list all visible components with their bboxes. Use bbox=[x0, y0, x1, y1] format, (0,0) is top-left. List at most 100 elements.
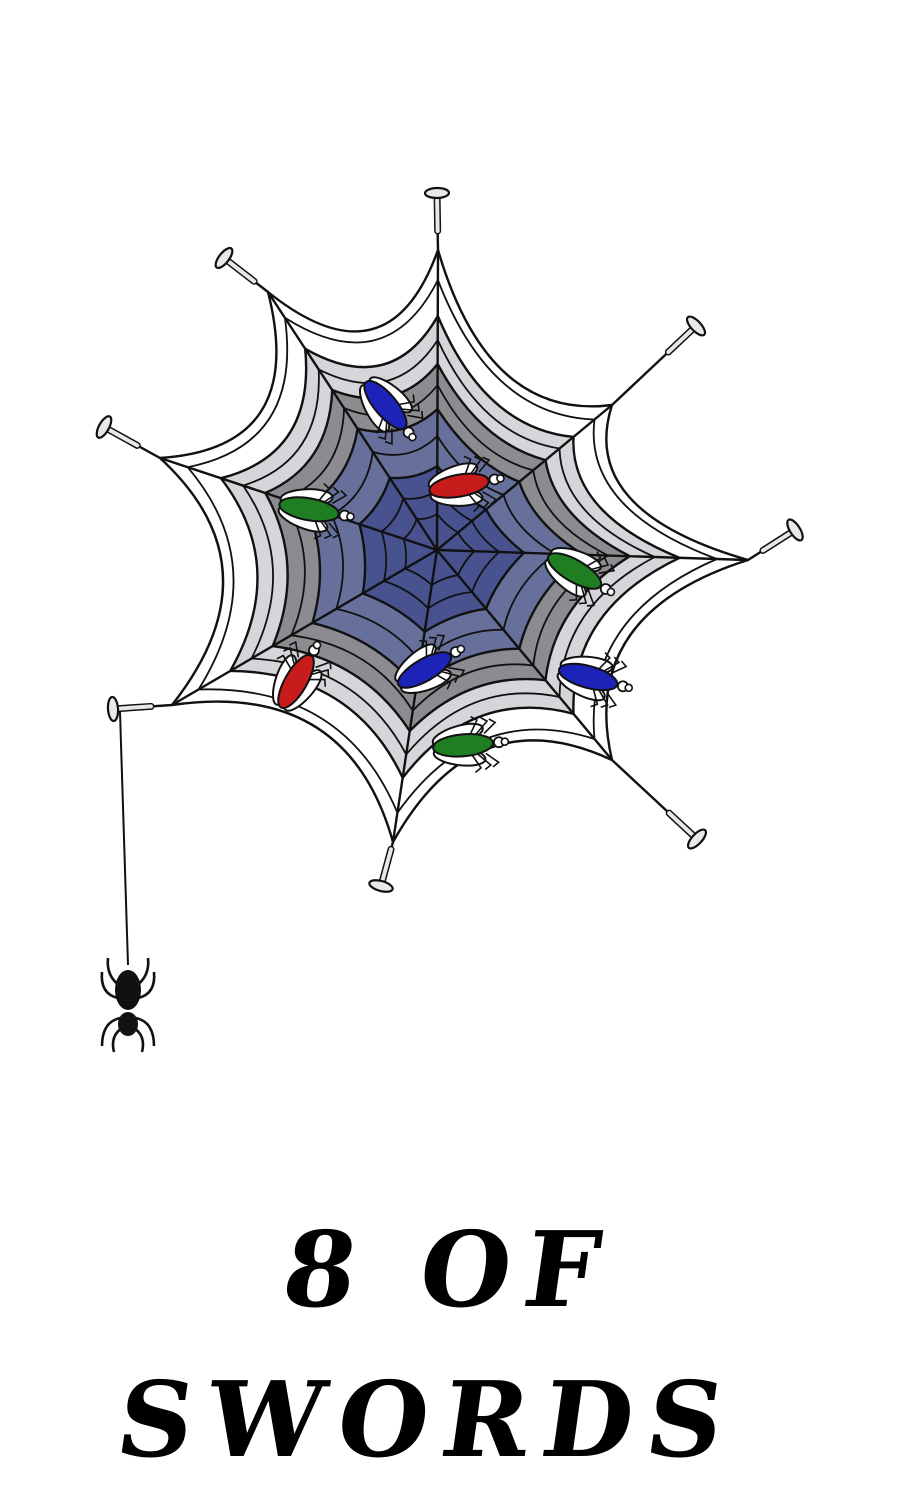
web-spoke-2 bbox=[435, 403, 614, 552]
fly-leg bbox=[313, 520, 322, 540]
fly-blue bbox=[556, 651, 634, 709]
nail-2 bbox=[611, 315, 707, 406]
fly-green bbox=[431, 715, 510, 773]
nail-head bbox=[686, 828, 708, 850]
fly-leg bbox=[315, 660, 332, 670]
fly-leg bbox=[469, 715, 478, 736]
nail-1 bbox=[423, 186, 451, 251]
nail-shaft bbox=[222, 256, 257, 284]
fly-leg bbox=[611, 660, 628, 674]
spider-web-illustration bbox=[95, 186, 804, 1053]
fly-leg bbox=[475, 717, 489, 735]
fly-leg bbox=[578, 586, 588, 605]
nail-8 bbox=[214, 246, 269, 293]
hanging-spider bbox=[100, 711, 156, 1053]
nail-shaft bbox=[760, 528, 797, 553]
fly-leg bbox=[436, 634, 446, 651]
spider-leg bbox=[100, 1016, 121, 1047]
nail-head bbox=[423, 186, 451, 200]
fly-eye bbox=[606, 587, 616, 597]
fly-leg bbox=[328, 522, 341, 539]
fly-leg bbox=[598, 689, 609, 709]
fly-body bbox=[363, 379, 408, 430]
fly-leg bbox=[468, 493, 481, 513]
fly-leg bbox=[378, 422, 388, 441]
fly-leg bbox=[598, 563, 616, 575]
spider-leg bbox=[106, 957, 121, 988]
nail-head bbox=[214, 246, 234, 270]
fly-leg bbox=[436, 673, 452, 690]
nail-shaft bbox=[379, 847, 393, 888]
fly-body bbox=[428, 472, 490, 499]
fly-body bbox=[396, 651, 453, 689]
spider-leg bbox=[135, 957, 150, 988]
web-spoke-4 bbox=[435, 548, 614, 762]
fly-leg bbox=[482, 491, 498, 506]
fly-leg bbox=[591, 558, 610, 571]
nail-head bbox=[95, 415, 113, 439]
spider-leg bbox=[135, 1016, 156, 1047]
fly-leg bbox=[448, 666, 466, 678]
fly-eye bbox=[624, 683, 634, 693]
spider-leg bbox=[137, 971, 156, 1000]
fly-eye bbox=[456, 644, 466, 654]
fly-leg bbox=[463, 455, 472, 475]
fly-body bbox=[277, 653, 315, 710]
fly-leg bbox=[474, 492, 490, 509]
fly-leg bbox=[283, 646, 296, 665]
trapped-flies bbox=[271, 376, 634, 773]
fly-leg bbox=[311, 668, 330, 678]
nail-3 bbox=[747, 518, 804, 562]
fly-leg bbox=[471, 754, 483, 773]
fly-leg bbox=[288, 640, 300, 658]
fly-leg bbox=[324, 486, 340, 503]
nail-shaft bbox=[667, 811, 699, 841]
spider-icon bbox=[100, 957, 156, 1053]
spider-leg bbox=[133, 1026, 145, 1053]
fly-leg bbox=[586, 590, 596, 607]
nail-6 bbox=[106, 695, 173, 723]
fly-leg bbox=[332, 489, 348, 504]
nail-head bbox=[368, 879, 394, 893]
web-spoke-8 bbox=[266, 290, 439, 552]
nail-4 bbox=[611, 759, 708, 850]
fly-leg bbox=[320, 521, 333, 540]
spider-abdomen bbox=[115, 970, 141, 1010]
web-spoke-1 bbox=[435, 248, 440, 552]
spider-leg bbox=[100, 971, 119, 1000]
fly-leg bbox=[308, 678, 327, 687]
fly-blue bbox=[359, 376, 424, 445]
nail-shaft bbox=[435, 191, 440, 233]
fly-blue bbox=[394, 634, 466, 695]
fly-eye bbox=[408, 432, 417, 442]
nail-head bbox=[106, 695, 120, 723]
nails bbox=[95, 186, 804, 893]
fly-leg bbox=[483, 718, 497, 735]
fly-leg bbox=[603, 656, 621, 672]
fly-leg bbox=[470, 455, 483, 474]
fly-green bbox=[277, 482, 355, 540]
spider-thread bbox=[119, 711, 129, 966]
fly-leg bbox=[597, 651, 611, 670]
fly-leg bbox=[590, 688, 599, 708]
fly-eye bbox=[500, 737, 510, 746]
nail-shaft bbox=[102, 425, 140, 448]
fly-leg bbox=[586, 551, 602, 568]
fly-leg bbox=[276, 654, 293, 670]
fly-leg bbox=[419, 639, 428, 658]
card-title: 8 OF SWORDS bbox=[109, 1208, 746, 1481]
nail-5 bbox=[368, 841, 395, 893]
spider-leg bbox=[111, 1026, 123, 1053]
web-spoke-5 bbox=[391, 548, 439, 844]
nail-shaft bbox=[666, 324, 698, 355]
fly-leg bbox=[318, 482, 331, 502]
fly-leg bbox=[428, 636, 438, 655]
nail-7 bbox=[95, 415, 161, 460]
fly-leg bbox=[407, 410, 424, 420]
fly-leg bbox=[384, 428, 393, 445]
nail-shaft bbox=[111, 704, 153, 711]
nail-head bbox=[685, 315, 707, 337]
fly-eye bbox=[312, 640, 322, 650]
fly-leg bbox=[398, 394, 415, 406]
